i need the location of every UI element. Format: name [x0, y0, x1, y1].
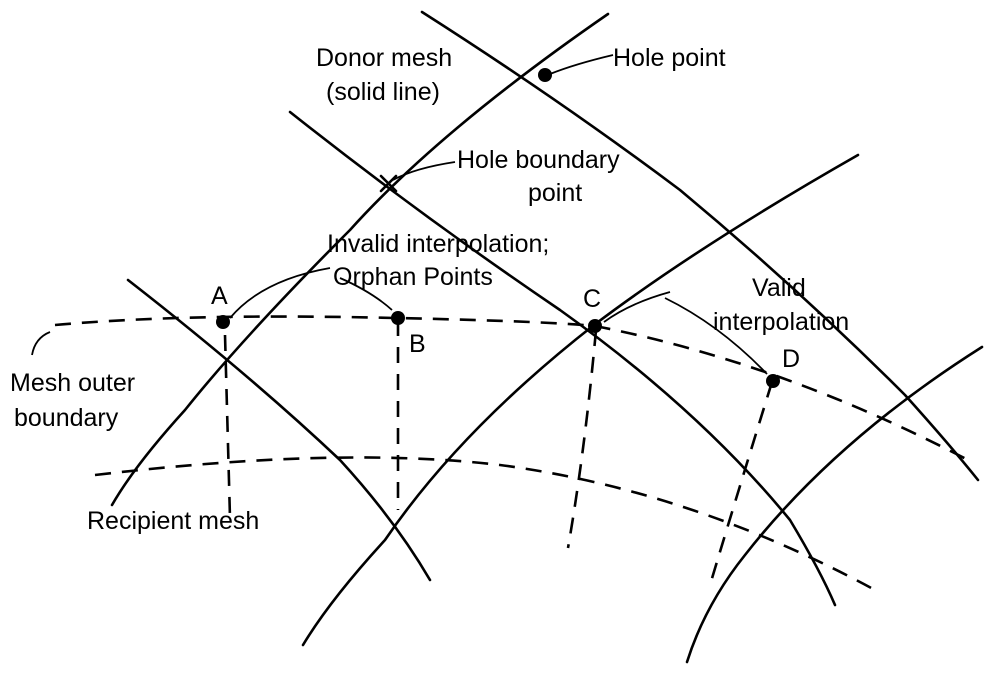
donor-mesh-label: Donor mesh: [316, 44, 452, 72]
recipient-radial-d: [708, 381, 774, 586]
recipient-mesh-label: Recipient mesh: [87, 507, 259, 535]
donor-line-3: [126, 278, 432, 582]
orphan-leader-a: [229, 267, 331, 319]
point-d-marker: [766, 374, 780, 388]
hole-point-leader: [549, 54, 614, 75]
recipient-radial-c: [566, 329, 598, 549]
leader-lines: [31, 54, 768, 375]
point-a-marker: [216, 315, 230, 329]
recipient-outer-boundary: [54, 315, 969, 462]
point-d-label: D: [782, 345, 800, 373]
recipient-mesh: [54, 315, 969, 592]
donor-line-2: [288, 110, 837, 607]
point-b-label: B: [409, 330, 426, 358]
hole-boundary-sublabel: point: [528, 179, 582, 207]
hole-boundary-marker: [379, 174, 398, 193]
hole-point-marker: [538, 68, 552, 82]
mesh-boundary-label: boundary: [14, 404, 119, 432]
donor-line-5: [301, 153, 860, 647]
point-c-marker: [588, 319, 602, 333]
hole-point-label: Hole point: [613, 44, 726, 72]
donor-mesh-sublabel: (solid line): [326, 78, 440, 106]
donor-line-6: [685, 345, 984, 664]
point-b-marker: [391, 311, 405, 325]
recipient-inner-line: [94, 456, 876, 592]
donor-line-4: [110, 12, 610, 507]
recipient-radial-a: [223, 334, 232, 519]
donor-mesh: [110, 10, 984, 664]
outer-boundary-leader: [31, 331, 51, 356]
valid-label: Valid: [752, 274, 806, 302]
valid-leader-d: [664, 297, 768, 375]
hole-boundary-leader: [392, 161, 456, 181]
orphan-leader-b: [339, 277, 393, 311]
point-c-label: C: [583, 285, 601, 313]
orphan-points-label: Orphan Points: [333, 263, 493, 291]
invalid-interpolation-label: Invalid interpolation;: [327, 230, 549, 258]
donor-line-1: [420, 10, 980, 482]
valid-leader-c: [603, 291, 671, 323]
hole-boundary-label: Hole boundary: [457, 146, 620, 174]
valid-interpolation-label: interpolation: [713, 308, 849, 336]
mesh-outer-label: Mesh outer: [10, 369, 135, 397]
point-a-label: A: [211, 282, 228, 310]
